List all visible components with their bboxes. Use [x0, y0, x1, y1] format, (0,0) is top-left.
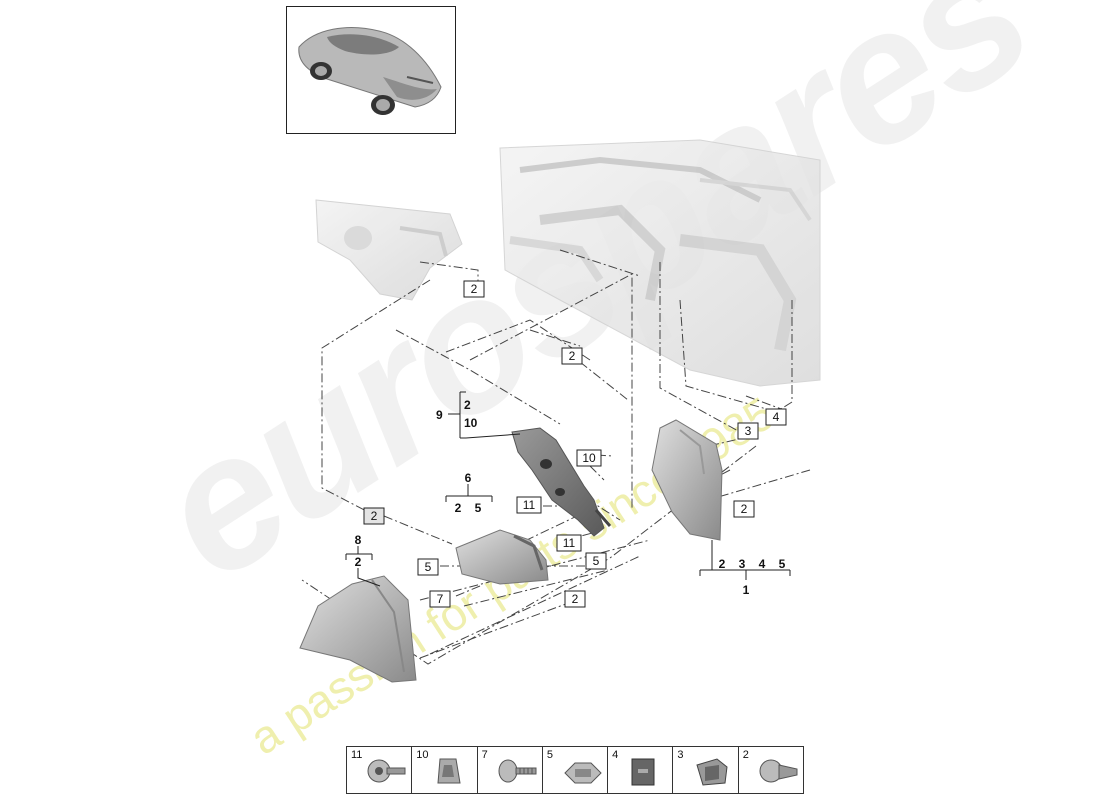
legend-cell-11: 11 [347, 747, 413, 793]
trim-piece-small [455, 529, 549, 585]
legend-number: 4 [612, 749, 619, 761]
svg-text:5: 5 [593, 554, 600, 568]
legend-cell-2: 2 [739, 747, 803, 793]
svg-text:10: 10 [582, 451, 596, 465]
svg-text:7: 7 [437, 592, 444, 606]
exploded-view: 2 2 2 2 2 3 4 5 [299, 139, 821, 683]
svg-text:2: 2 [741, 502, 748, 516]
group-6-item-5: 5 [475, 501, 482, 515]
legend-cell-3: 3 [673, 747, 739, 793]
group-6-label: 6 [465, 471, 472, 485]
callout-2-bottom: 2 [564, 590, 586, 608]
screw-icon [498, 759, 537, 783]
callout-4: 4 [765, 408, 787, 426]
group-1-item-3: 3 [739, 557, 746, 571]
svg-text:4: 4 [773, 410, 780, 424]
svg-text:11: 11 [563, 536, 576, 550]
svg-text:2: 2 [371, 509, 378, 523]
retainer-clip-icon [696, 758, 728, 786]
legend-number: 2 [742, 749, 749, 761]
group-8-label: 8 [355, 533, 362, 547]
callout-3: 3 [737, 422, 759, 440]
group-9-item-10: 10 [464, 416, 478, 430]
legend-number: 7 [481, 749, 488, 761]
callout-10: 10 [576, 449, 602, 467]
legend-cell-5: 5 [543, 747, 609, 793]
car-icon [298, 27, 442, 115]
group-1-item-4: 4 [759, 557, 766, 571]
pillar-section [315, 199, 463, 301]
pillar-trim-panel [651, 419, 723, 541]
callout-7: 7 [429, 590, 451, 608]
pad-icon [631, 758, 655, 786]
svg-text:2: 2 [471, 282, 478, 296]
legend-number: 3 [677, 749, 684, 761]
vehicle-thumbnail [286, 6, 456, 134]
svg-text:5: 5 [425, 560, 432, 574]
callout-5-right: 5 [585, 552, 607, 570]
svg-text:11: 11 [523, 498, 536, 512]
bracket-part [511, 427, 612, 537]
callout-2-right: 2 [733, 500, 755, 518]
legend-number: 11 [351, 749, 363, 761]
group-9 [448, 391, 521, 439]
svg-text:2: 2 [572, 592, 579, 606]
legend-number: 10 [416, 749, 429, 761]
group-8 [345, 546, 381, 587]
callout-2-mid: 2 [561, 347, 583, 365]
expansion-rivet-icon [759, 759, 798, 783]
group-1-item-5: 5 [779, 557, 786, 571]
clip-nut-icon [437, 758, 461, 784]
group-8-item-2: 2 [355, 555, 362, 569]
leader-lines [301, 249, 811, 665]
group-1-label: 1 [743, 583, 750, 597]
fastener-legend: 11 10 7 5 [346, 746, 804, 794]
trim-panel-lower [299, 575, 417, 683]
group-6-item-2: 2 [455, 501, 462, 515]
group-1-item-2: 2 [719, 557, 726, 571]
callout-2-left: 2 [363, 507, 385, 525]
callout-11-upper: 11 [516, 496, 542, 514]
spring-clip-icon [564, 762, 602, 784]
legend-cell-4: 4 [608, 747, 674, 793]
group-6 [445, 484, 493, 502]
callout-11-lower: 11 [556, 534, 582, 552]
group-9-label: 9 [436, 408, 443, 422]
svg-text:3: 3 [745, 424, 752, 438]
legend-number: 5 [546, 749, 553, 761]
legend-cell-7: 7 [478, 747, 543, 793]
callout-2-top: 2 [463, 280, 485, 298]
callout-5-left: 5 [417, 558, 439, 576]
group-9-item-2: 2 [464, 398, 471, 412]
svg-text:2: 2 [569, 349, 576, 363]
legend-cell-10: 10 [412, 747, 478, 793]
torx-screw-icon [367, 759, 406, 783]
group-1 [699, 540, 791, 580]
